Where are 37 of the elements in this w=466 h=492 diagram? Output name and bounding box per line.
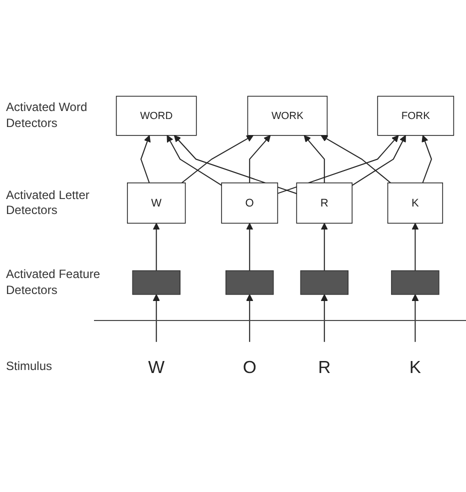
stimulus-letter: O (242, 356, 256, 377)
word-detector-box: FORK (377, 96, 454, 136)
arrow (277, 135, 399, 194)
arrow (412, 294, 419, 342)
feature-detector-box (391, 270, 440, 295)
letter-detector-box: K (387, 182, 444, 224)
feature-detector-box (300, 270, 348, 295)
arrow (140, 135, 151, 184)
arrow (320, 222, 328, 271)
arrow (174, 135, 297, 194)
arrow (246, 222, 254, 271)
letter-detector-box: W (127, 182, 186, 224)
arrow (320, 135, 391, 184)
letter-detector-box: R (296, 182, 353, 224)
stimulus-letter: R (318, 356, 331, 377)
arrow (152, 222, 160, 271)
feature-detector-box (225, 270, 274, 295)
letter-detector-box: O (221, 182, 278, 224)
arrow (246, 294, 254, 342)
feature-detector-box (132, 270, 180, 295)
level-label: Activated Letter Detectors (6, 188, 90, 219)
arrow (352, 135, 406, 186)
arrow (181, 135, 254, 184)
stimulus-letter: W (148, 356, 165, 377)
arrow (320, 294, 328, 342)
level-label: Activated Feature Detectors (6, 267, 102, 298)
word-detector-box: WORD (116, 96, 197, 136)
level-label: Stimulus (6, 358, 54, 374)
arrow (412, 222, 419, 271)
arrow (166, 135, 222, 186)
arrow (304, 135, 325, 183)
arrow (422, 135, 432, 184)
stimulus-letter: K (409, 356, 421, 377)
arrow (249, 135, 271, 183)
level-label: Activated Word Detectors (6, 100, 88, 132)
arrow (152, 294, 160, 342)
word-detector-box: WORK (247, 96, 328, 136)
